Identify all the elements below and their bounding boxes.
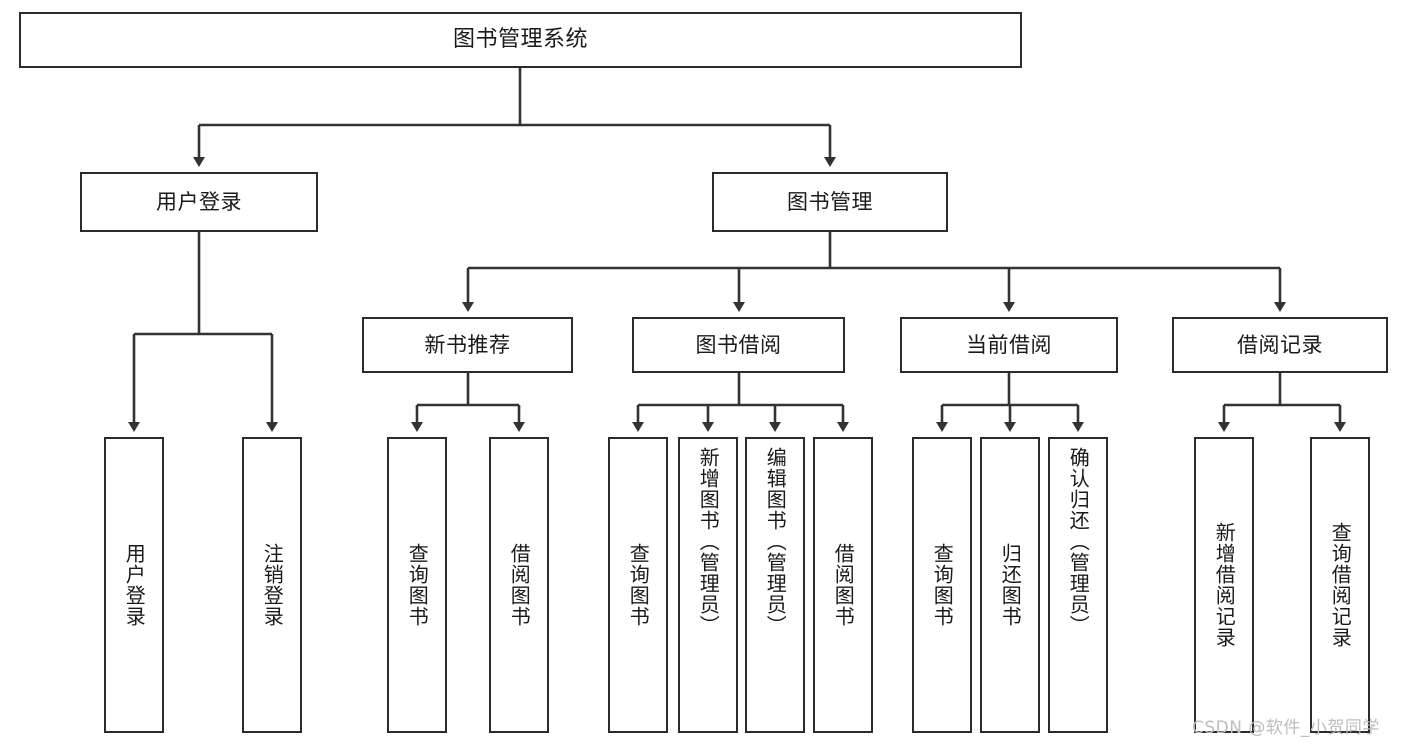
node-borrow-record[interactable]: 借阅记录 [1172,317,1388,373]
leaf-add-book-admin[interactable]: 新增图书（管理员） [678,437,738,733]
node-label: 确认归还（管理员） [1066,447,1091,636]
node-label: 借阅图书 [831,543,856,627]
node-root-book-management-system[interactable]: 图书管理系统 [19,12,1022,68]
leaf-query-book-recommend[interactable]: 查询图书 [387,437,447,733]
node-current-borrow[interactable]: 当前借阅 [900,317,1118,373]
node-book-borrow[interactable]: 图书借阅 [632,317,845,373]
node-label: 查询借阅记录 [1328,522,1353,648]
leaf-add-borrow-record[interactable]: 新增借阅记录 [1194,437,1254,733]
node-label: 新增借阅记录 [1212,522,1237,648]
node-book-management[interactable]: 图书管理 [712,172,948,232]
node-label: 注销登录 [260,543,285,627]
node-new-book-recommend[interactable]: 新书推荐 [362,317,573,373]
node-label: 查询图书 [626,543,651,627]
leaf-edit-book-admin[interactable]: 编辑图书（管理员） [745,437,805,733]
leaf-return-book[interactable]: 归还图书 [980,437,1040,733]
node-label: 借阅图书 [507,543,532,627]
leaf-confirm-return-admin[interactable]: 确认归还（管理员） [1048,437,1108,733]
leaf-borrow-book-recommend[interactable]: 借阅图书 [489,437,549,733]
node-user-login[interactable]: 用户登录 [80,172,318,232]
node-label: 图书管理 [787,189,873,214]
leaf-query-book-current[interactable]: 查询图书 [912,437,972,733]
node-label: 新书推荐 [424,332,511,357]
leaf-query-borrow-record[interactable]: 查询借阅记录 [1310,437,1370,733]
node-label: 图书管理系统 [452,27,588,53]
node-label: 新增图书（管理员） [696,447,721,636]
node-label: 当前借阅 [966,332,1052,357]
leaf-logout[interactable]: 注销登录 [242,437,302,733]
node-label: 查询图书 [405,543,430,627]
node-label: 编辑图书（管理员） [763,447,788,636]
node-label: 归还图书 [998,543,1023,627]
leaf-query-book-borrow[interactable]: 查询图书 [608,437,668,733]
leaf-user-login[interactable]: 用户登录 [104,437,164,733]
node-label: 查询图书 [930,543,955,627]
node-label: 借阅记录 [1237,332,1323,357]
leaf-borrow-book[interactable]: 借阅图书 [813,437,873,733]
node-label: 图书借阅 [695,332,782,357]
node-label: 用户登录 [156,189,242,214]
node-label: 用户登录 [122,543,147,627]
